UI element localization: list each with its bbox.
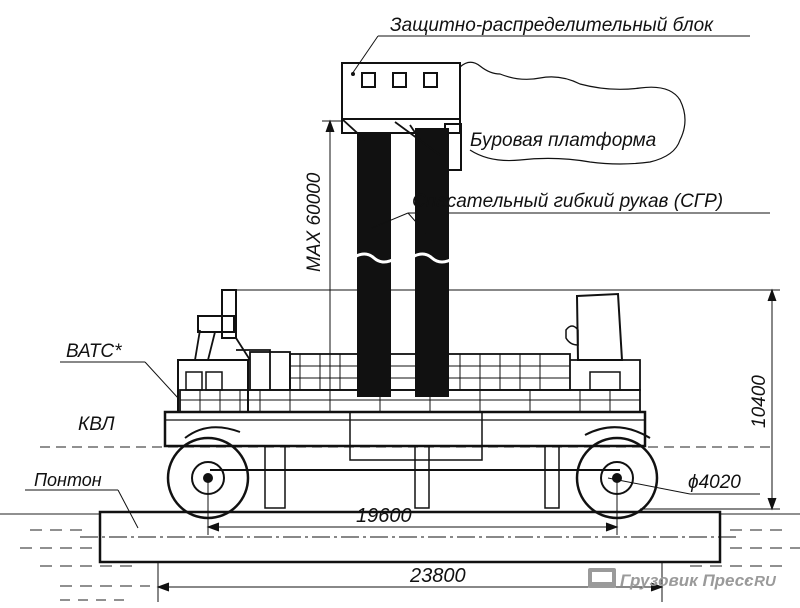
label-drilling-platform: Буровая платформа (470, 130, 656, 151)
pontoon (80, 510, 740, 564)
dim-max-height (322, 119, 342, 392)
label-pontoon: Понтон (34, 470, 102, 490)
watermark-suffix: · RU (745, 573, 777, 590)
vehicle-chassis (163, 289, 647, 509)
label-vats: ВАТС* (66, 341, 122, 362)
watermark-text: Грузовик Пресс (620, 571, 754, 590)
label-protection-block: Защитно-распределительный блок (390, 15, 714, 36)
water-lines (0, 513, 800, 601)
dim-height-10400 (236, 288, 780, 511)
dim-text-wheel-diameter: ϕ4020 (688, 472, 741, 493)
dim-wheelbase (206, 478, 619, 535)
dim-pontoon-length (156, 562, 664, 602)
leader-lines (25, 35, 770, 529)
protection-block (341, 62, 461, 120)
drilling-platform (341, 118, 462, 171)
rescue-hoses (352, 128, 455, 397)
dim-text-max-height: MAX 60000 (304, 172, 325, 272)
dim-text-wheelbase: 19600 (356, 505, 412, 527)
label-kvl: КВЛ (78, 414, 115, 435)
watermark: Грузовик Пресс · RU (588, 568, 777, 590)
dim-text-height: 10400 (749, 375, 770, 428)
dim-text-pontoon-length: 23800 (409, 565, 466, 587)
label-rescue-hose: Спасательный гибкий рукав (СГР) (412, 191, 723, 212)
platform-outline (459, 61, 686, 165)
